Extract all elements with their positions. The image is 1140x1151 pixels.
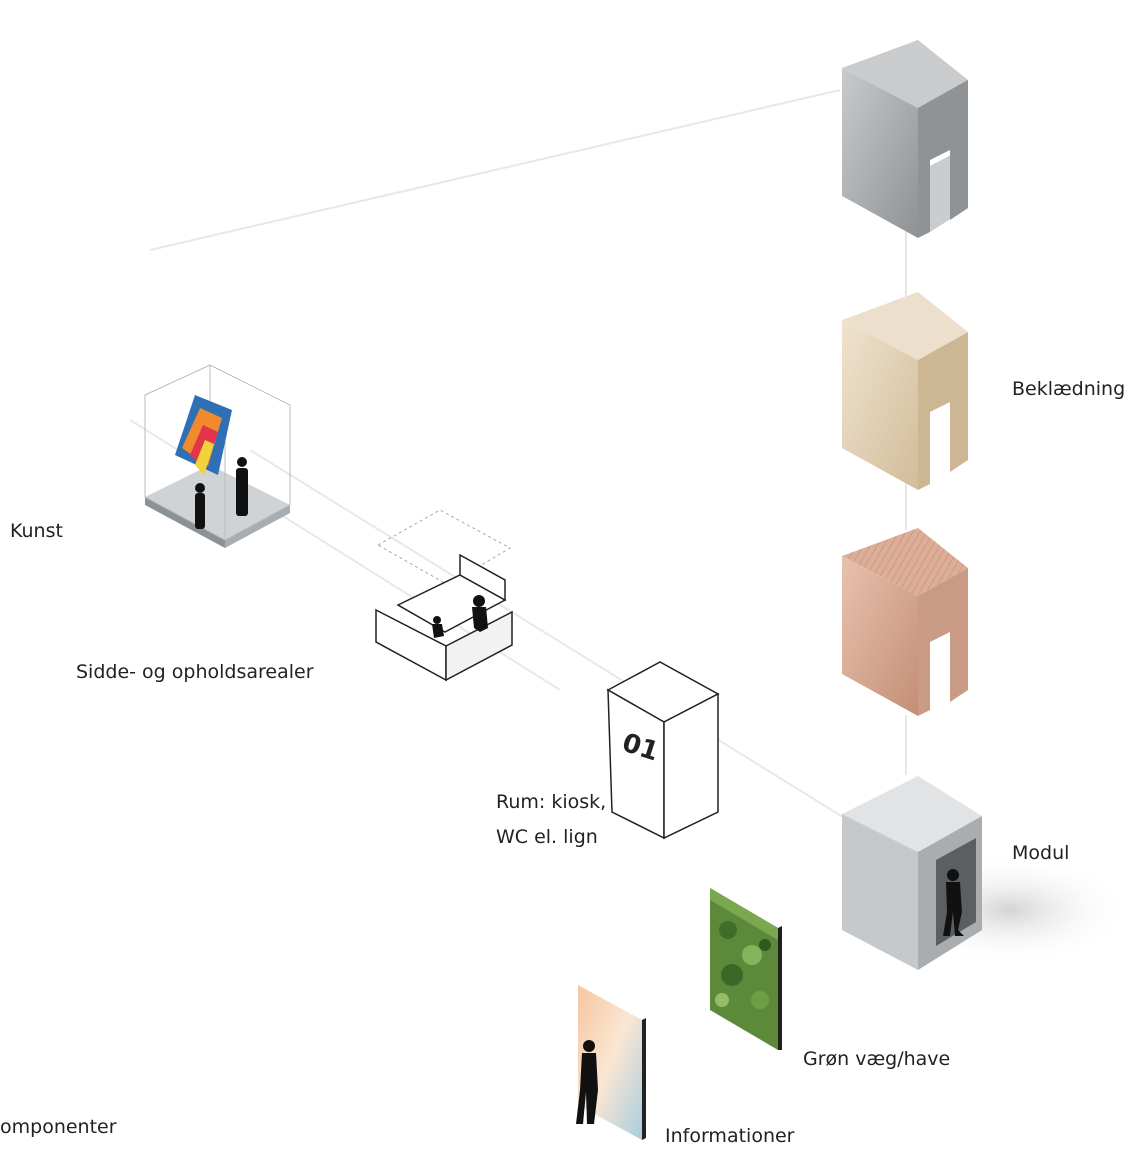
seating-pavilion [375, 509, 513, 682]
room-box [606, 661, 720, 840]
cladding-concrete [842, 40, 968, 238]
label-modul: Modul [1012, 842, 1070, 864]
label-kunst: Kunst [10, 520, 63, 542]
cladding-wood-light [842, 292, 968, 490]
label-komponenter: omponenter [0, 1116, 117, 1138]
art-pavilion [144, 364, 291, 548]
info-visitor [576, 1040, 598, 1124]
label-rum-line2: WC el. lign [496, 826, 598, 848]
cladding-terracotta [842, 528, 968, 716]
seated-people [432, 595, 488, 638]
label-rum-line1: Rum: kiosk, [496, 791, 607, 813]
label-informationer: Informationer [665, 1125, 795, 1147]
label-beklaedning: Beklædning [1012, 378, 1126, 400]
guide-lines [129, 89, 907, 841]
person-silhouette [943, 869, 964, 936]
module-box [842, 776, 1130, 970]
green-wall [710, 888, 782, 1050]
art-visitors [195, 457, 248, 529]
label-gron: Grøn væg/have [803, 1048, 951, 1070]
label-sidde: Sidde- og opholdsarealer [76, 661, 314, 683]
